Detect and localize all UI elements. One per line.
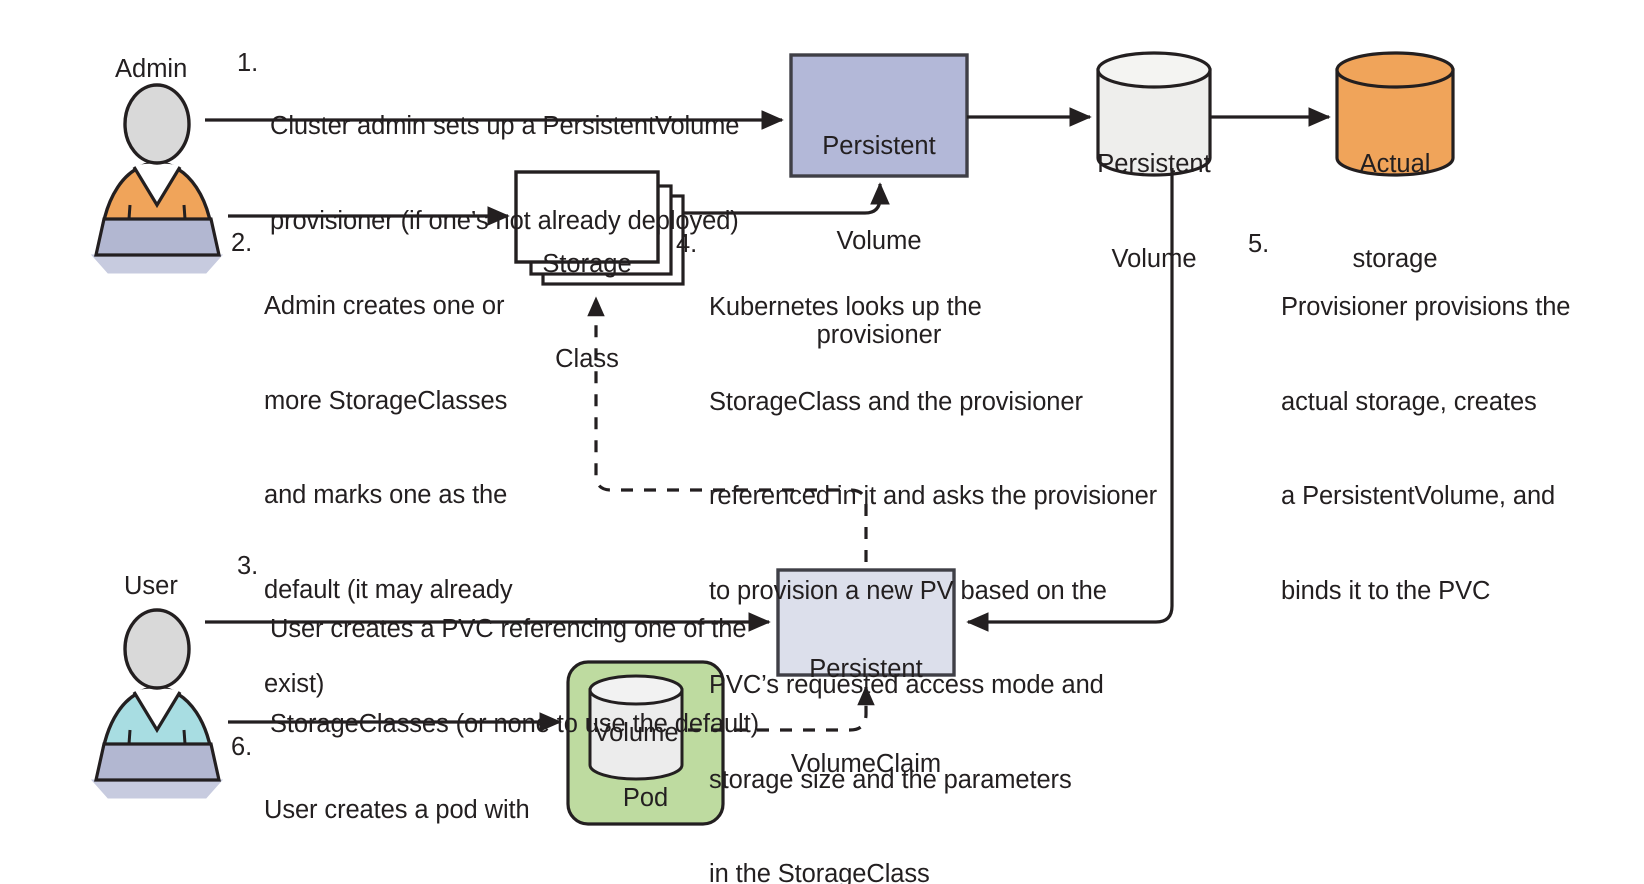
admin-figure [90, 83, 224, 274]
persistent-volume-claim-box[interactable] [776, 568, 956, 677]
step-4-number: 4. [676, 230, 698, 258]
step-4-line7: in the StorageClass [709, 860, 930, 884]
step-1: 1. Cluster admin sets up a PersistentVol… [237, 48, 757, 300]
step-4-line1: Kubernetes looks up the [709, 293, 982, 321]
admin-collar-outline [132, 166, 182, 209]
arrow-storageclass-to-provisioner [683, 182, 890, 215]
persistent-volume-label: Persistent Volume [1094, 86, 1214, 338]
admin-head [123, 83, 191, 165]
step-2-line1: Admin creates one or [264, 292, 505, 320]
step-1-line1: Cluster admin sets up a PersistentVolume [270, 112, 740, 140]
step-2-line4: default (it may already [264, 575, 513, 604]
pod-volume-cylinder [588, 674, 684, 781]
step-5-line1: Provisioner provisions the [1281, 293, 1571, 321]
persistent-volume-top [1096, 51, 1212, 89]
storage-class-line2: Class [555, 344, 619, 373]
volume-top [588, 674, 684, 706]
step-1-text: Cluster admin sets up a PersistentVolume… [270, 48, 757, 300]
step-5-line4: binds it to the PVC [1281, 576, 1491, 605]
step-3: 3. User creates a PVC referencing one of… [237, 551, 777, 803]
persistent-volume-cylinder[interactable] [1096, 51, 1212, 177]
persistent-volume-line2: Volume [1111, 244, 1197, 273]
step-4-line4: to provision a new PV based on the [709, 576, 1107, 605]
actual-storage-body [1335, 68, 1455, 177]
user-figure [90, 608, 224, 799]
step-3-text: User creates a PVC referencing one of th… [270, 551, 777, 803]
admin-laptop [94, 217, 221, 257]
step-1-number: 1. [237, 49, 259, 77]
user-label: User [124, 572, 178, 600]
step-2-text: Admin creates one or more StorageClasses… [264, 228, 513, 764]
pod-label: Pod [622, 784, 669, 812]
step-4: 4. Kubernetes looks up the StorageClass … [676, 229, 1176, 884]
step-2-line2: more StorageClasses [264, 386, 508, 415]
persistent-volume-body [1096, 68, 1212, 177]
step-4-line5: PVC’s requested access mode and [709, 671, 1104, 699]
storage-class-label: Storage Class [516, 186, 658, 438]
step-6: 6. User creates a pod with a volume refe… [231, 732, 551, 884]
user-head [123, 608, 191, 690]
step-2-line5: exist) [264, 670, 325, 698]
step-4-line2: StorageClass and the provisioner [709, 387, 1083, 416]
user-collar-outline [132, 691, 182, 734]
step-4-line6: storage size and the parameters [709, 765, 1072, 794]
step-5-line2: actual storage, creates [1281, 387, 1537, 416]
step-6-number: 6. [231, 733, 253, 761]
admin-label: Admin [115, 55, 188, 83]
provisioner-line2: Volume [836, 226, 922, 255]
provisioner-label: Persistent Volume provisioner [791, 68, 967, 415]
persistent-volume-line1: Persistent [1097, 150, 1211, 178]
persistent-volume-provisioner-box[interactable] [789, 53, 969, 178]
storage-class-stack[interactable] [514, 170, 685, 286]
actual-storage-top [1335, 51, 1455, 89]
dashed-arrow-volume-to-pvc [688, 685, 875, 732]
actual-storage-cylinder[interactable] [1335, 51, 1455, 177]
volume-body [588, 688, 684, 781]
step-4-text: Kubernetes looks up the StorageClass and… [709, 229, 1176, 884]
volume-label: Volume [593, 719, 679, 747]
actual-storage-line1: Actual [1359, 150, 1431, 178]
pvc-line1: Persistent [809, 655, 923, 683]
user-laptop [94, 742, 221, 782]
admin-laptop-base [90, 254, 224, 274]
step-4-line3: referenced in it and asks the provisione… [709, 482, 1158, 510]
step-3-line2: StorageClasses (or none to use the defau… [270, 709, 759, 738]
pod-box[interactable] [566, 660, 725, 826]
step-6-text: User creates a pod with a volume referen… [264, 732, 551, 884]
step-5-number: 5. [1248, 230, 1270, 258]
step-6-line1: User creates a pod with [264, 796, 530, 824]
user-laptop-base [90, 779, 224, 799]
step-3-number: 3. [237, 552, 259, 580]
step-5-line3: a PersistentVolume, and [1281, 482, 1556, 510]
step-1-line2: provisioner (if one’s not already deploy… [270, 206, 739, 235]
pvc-line2: VolumeClaim [790, 749, 942, 778]
pvc-label: Persistent VolumeClaim [778, 591, 954, 843]
actual-storage-label: Actual storage [1335, 86, 1455, 338]
step-2-number: 2. [231, 229, 253, 257]
step-5-text: Provisioner provisions the actual storag… [1281, 229, 1598, 670]
storage-class-line1: Storage [542, 250, 632, 278]
storage-class-card-front [514, 170, 660, 264]
step-2-line3: and marks one as the [264, 481, 508, 509]
provisioner-line1: Persistent [822, 132, 936, 160]
arrow-pv-to-pvc [966, 168, 1174, 632]
step-5: 5. Provisioner provisions the actual sto… [1248, 229, 1598, 670]
step-3-line1: User creates a PVC referencing one of th… [270, 615, 747, 643]
actual-storage-line2: storage [1352, 244, 1438, 273]
step-2: 2. Admin creates one or more StorageClas… [231, 228, 513, 764]
provisioner-line3: provisioner [816, 321, 942, 349]
